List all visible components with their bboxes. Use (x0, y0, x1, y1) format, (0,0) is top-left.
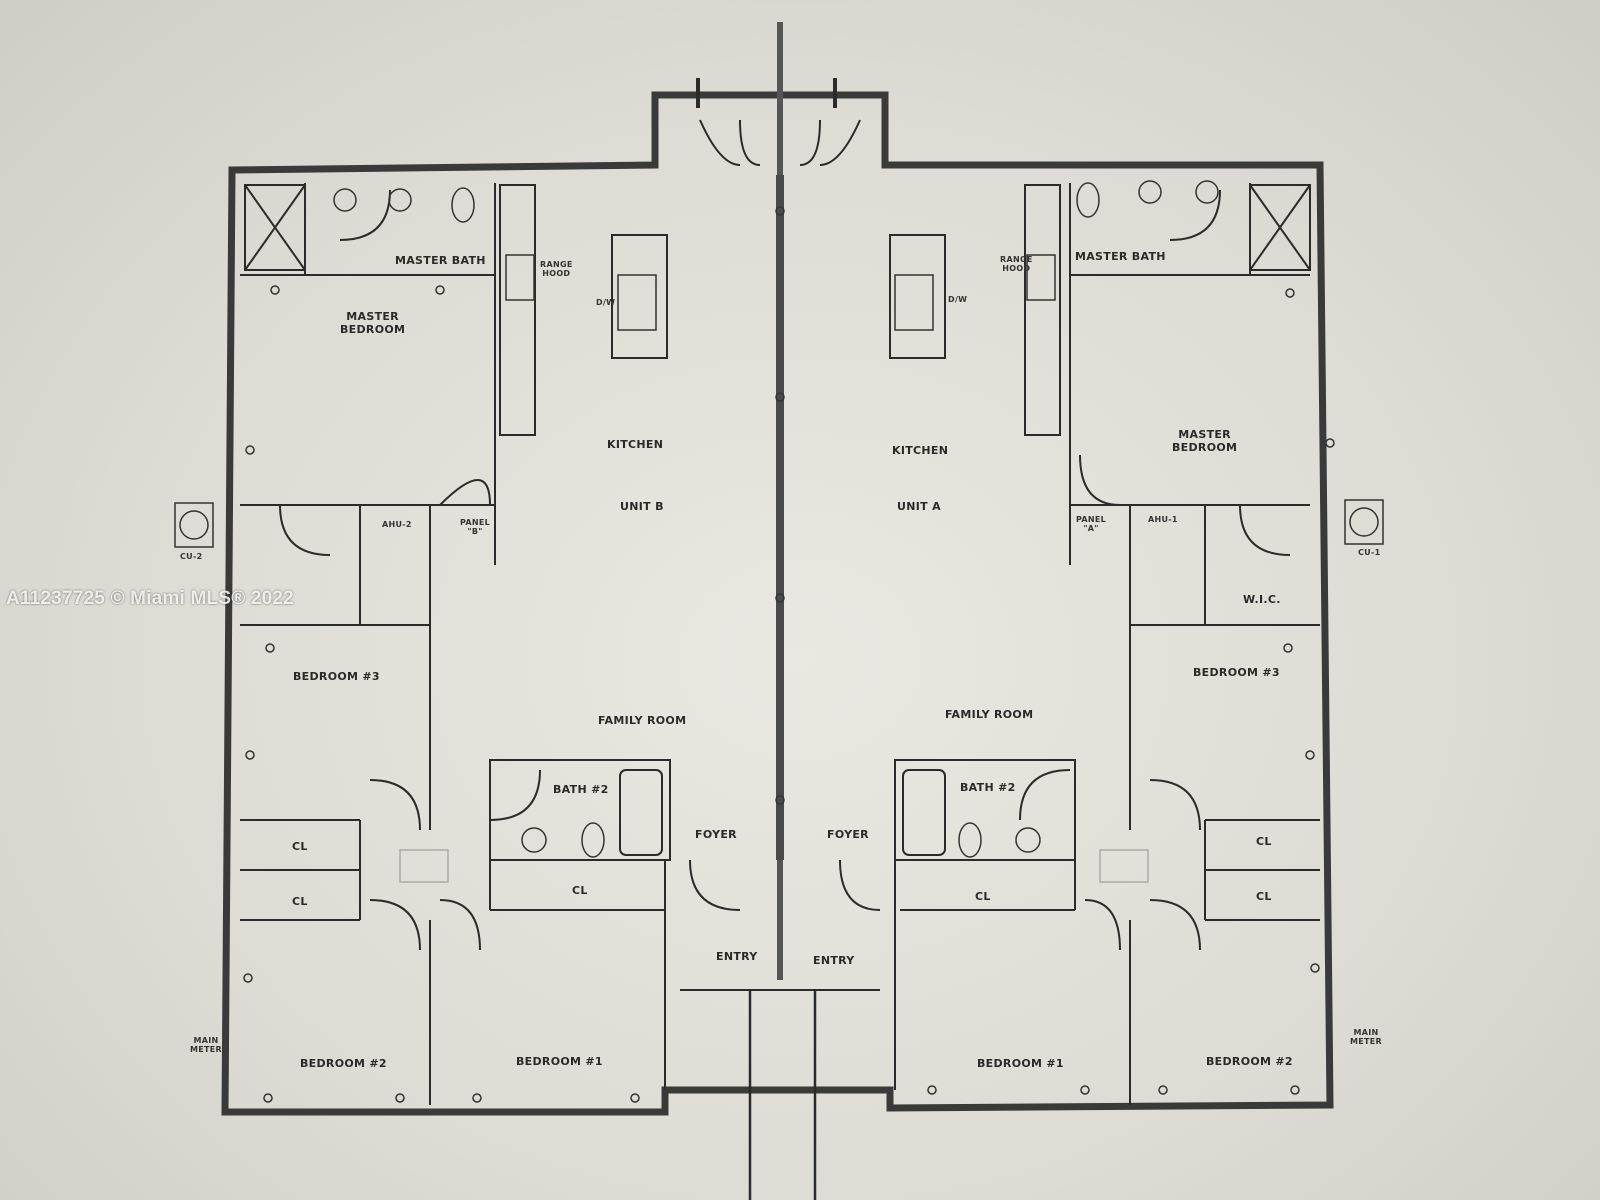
entry-label-unit-a: ENTRY (813, 954, 855, 967)
sink-icon (333, 188, 357, 212)
outer-wall (221, 91, 1334, 1116)
foyer-label-unit-b: FOYER (695, 828, 737, 841)
bath-2-label-unit-a: BATH #2 (960, 781, 1016, 794)
unit-a-label: UNIT A (897, 500, 941, 513)
dishwasher-label-unit-a: D/W (948, 295, 968, 304)
master-bath-label-unit-b: MASTER BATH (395, 254, 486, 267)
main-meter-label-unit-a: MAIN METER (1350, 1028, 1383, 1046)
entry-label-unit-b: ENTRY (716, 950, 758, 963)
bedroom-2-label-unit-b: BEDROOM #2 (300, 1057, 387, 1070)
closet-label-unit-b-2: CL (292, 895, 308, 908)
kitchen-label-unit-b: KITCHEN (607, 438, 664, 451)
range-hood-label-unit-b: RANGE HOOD (540, 260, 573, 278)
ahu-label-unit-a: AHU-1 (1148, 515, 1178, 524)
bath-2-label-unit-b: BATH #2 (553, 783, 609, 796)
closet-label-unit-a-1: CL (1256, 835, 1272, 848)
range-hood-label-unit-a: RANGE HOOD (1000, 255, 1033, 273)
closet-label-unit-b-1: CL (292, 840, 308, 853)
dishwasher-label-unit-b: D/W (596, 298, 616, 307)
closet-label-unit-a-2: CL (1256, 890, 1272, 903)
panel-label-unit-b: PANEL "B" (460, 518, 491, 536)
bedroom-1-label-unit-b: BEDROOM #1 (516, 1055, 603, 1068)
master-bath-label-unit-a: MASTER BATH (1075, 250, 1166, 263)
toilet-icon (451, 187, 475, 223)
foyer-label-unit-a: FOYER (827, 828, 869, 841)
ahu-label-unit-b: AHU-2 (382, 520, 412, 529)
wic-label-unit-a: W.I.C. (1243, 593, 1281, 606)
family-room-label-unit-b: FAMILY ROOM (598, 714, 687, 727)
bedroom-1-label-unit-a: BEDROOM #1 (977, 1057, 1064, 1070)
bedroom-3-label-unit-a: BEDROOM #3 (1193, 666, 1280, 679)
master-bedroom-label-unit-b: MASTER BEDROOM (340, 310, 406, 336)
cu-label-unit-a: CU-1 (1358, 548, 1381, 557)
bedroom-3-label-unit-b: BEDROOM #3 (293, 670, 380, 683)
closet-label-unit-a-3: CL (975, 890, 991, 903)
mls-watermark: A11237725 © Miami MLS® 2022 (6, 588, 294, 609)
bedroom-2-label-unit-a: BEDROOM #2 (1206, 1055, 1293, 1068)
family-room-label-unit-a: FAMILY ROOM (945, 708, 1034, 721)
main-meter-label-unit-b: MAIN METER (190, 1036, 223, 1054)
cu-label-unit-b: CU-2 (180, 552, 203, 561)
panel-label-unit-a: PANEL "A" (1076, 515, 1107, 533)
closet-label-unit-b-3: CL (572, 884, 588, 897)
master-bedroom-label-unit-a: MASTER BEDROOM (1172, 428, 1238, 454)
kitchen-label-unit-a: KITCHEN (892, 444, 949, 457)
unit-b-label: UNIT B (620, 500, 664, 513)
